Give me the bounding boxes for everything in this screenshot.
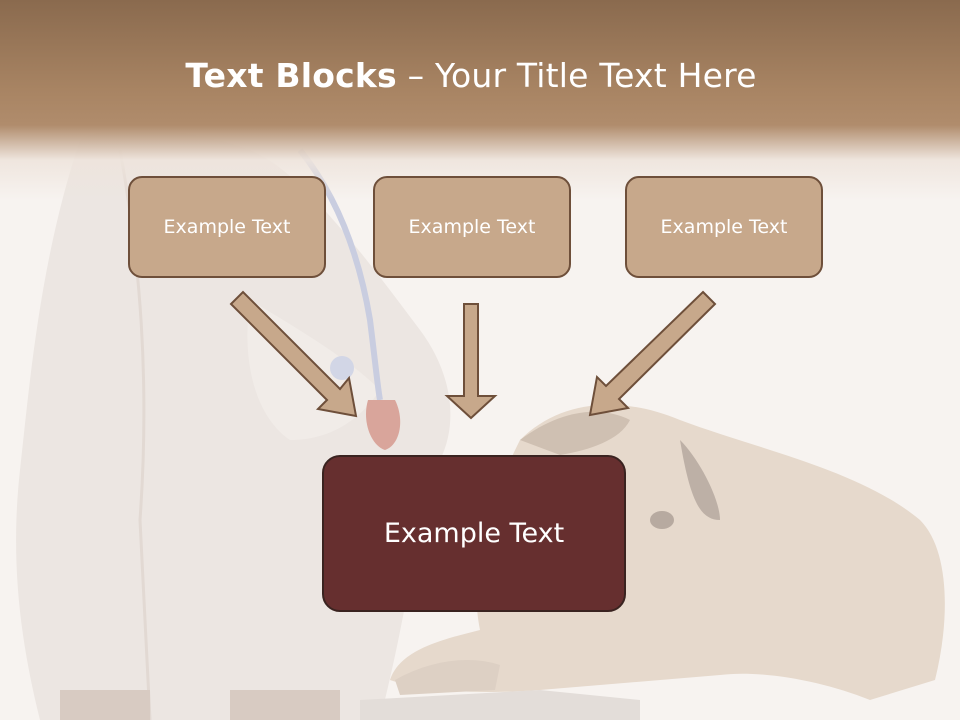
main-text-block-label: Example Text xyxy=(383,518,565,549)
title-bold: Text Blocks xyxy=(185,56,397,95)
main-text-block[interactable]: Example Text xyxy=(322,455,626,612)
text-block-3[interactable]: Example Text xyxy=(625,176,823,278)
text-block-1-label: Example Text xyxy=(163,216,291,238)
title-rest: Your Title Text Here xyxy=(434,56,757,95)
text-block-3-label: Example Text xyxy=(660,216,788,238)
text-block-1[interactable]: Example Text xyxy=(128,176,326,278)
page-title: Text Blocks – Your Title Text Here xyxy=(0,56,942,95)
title-dash: – xyxy=(396,56,435,95)
header-band xyxy=(0,0,960,200)
text-block-2[interactable]: Example Text xyxy=(373,176,571,278)
text-block-2-label: Example Text xyxy=(408,216,536,238)
